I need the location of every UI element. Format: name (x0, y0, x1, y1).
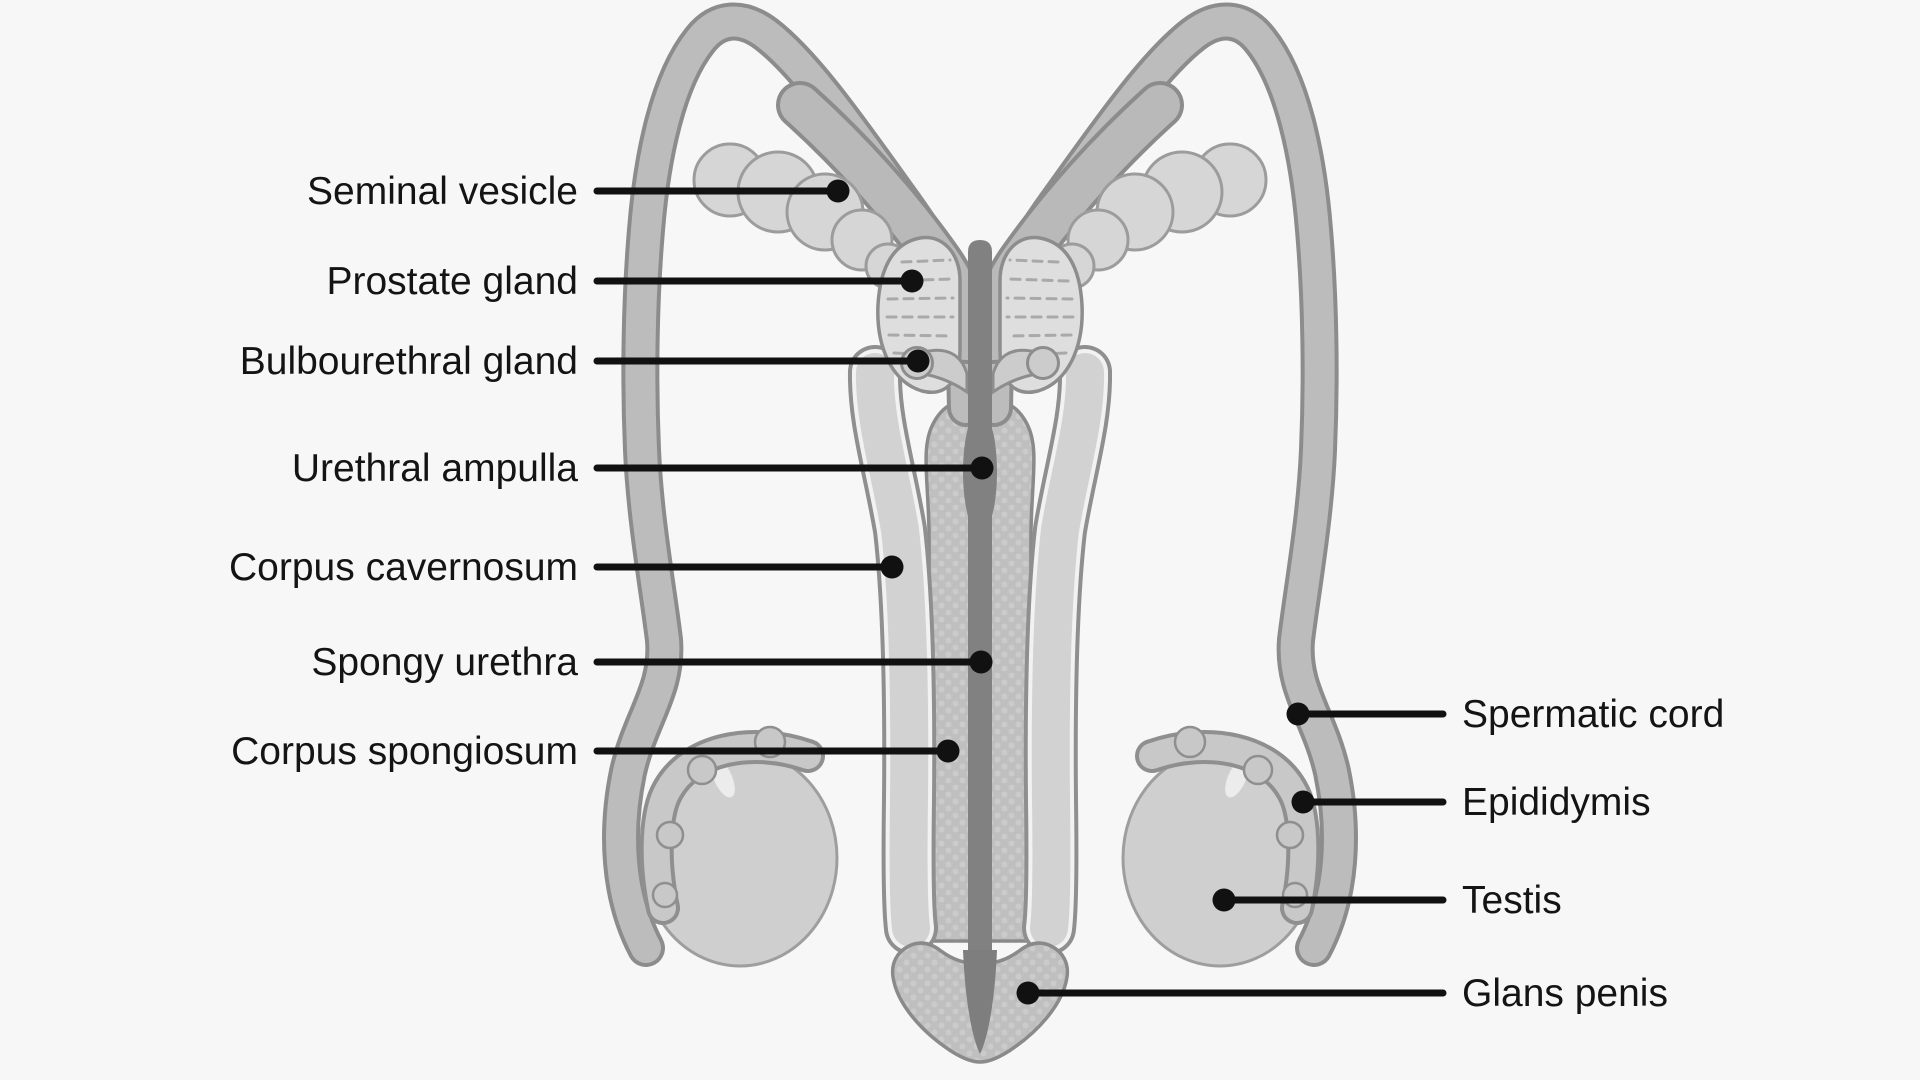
label-bulbourethral-gland: Bulbourethral gland (240, 340, 578, 383)
dot-prostate-gland (900, 269, 924, 293)
labels-left: Seminal vesicle Prostate gland Bulbouret… (229, 170, 578, 773)
dot-bulbourethral-gland (906, 349, 930, 373)
leader-lines (593, 187, 1447, 997)
label-epididymis: Epididymis (1462, 781, 1651, 824)
leader-dots (826, 179, 1315, 1005)
label-spongy-urethra: Spongy urethra (311, 641, 578, 684)
label-corpus-cavernosum: Corpus cavernosum (229, 546, 578, 589)
label-urethral-ampulla: Urethral ampulla (292, 447, 578, 490)
dot-glans-penis (1016, 981, 1040, 1005)
dot-seminal-vesicle (826, 179, 850, 203)
label-spermatic-cord: Spermatic cord (1462, 693, 1724, 736)
dot-spermatic-cord (1286, 702, 1310, 726)
label-testis: Testis (1462, 879, 1562, 922)
dot-testis (1212, 888, 1236, 912)
label-prostate-gland: Prostate gland (326, 260, 578, 303)
label-seminal-vesicle: Seminal vesicle (307, 170, 578, 213)
dot-corpus-spongiosum (936, 739, 960, 763)
dot-urethral-ampulla (970, 456, 994, 480)
urethra-canal (968, 240, 992, 952)
dot-epididymis (1291, 790, 1315, 814)
labels-right: Spermatic cord Epididymis Testis Glans p… (1462, 693, 1724, 1015)
dot-corpus-cavernosum (880, 555, 904, 579)
dot-spongy-urethra (969, 650, 993, 674)
label-corpus-spongiosum: Corpus spongiosum (231, 730, 578, 773)
glans-urethra (963, 950, 997, 1054)
label-glans-penis: Glans penis (1462, 972, 1668, 1015)
